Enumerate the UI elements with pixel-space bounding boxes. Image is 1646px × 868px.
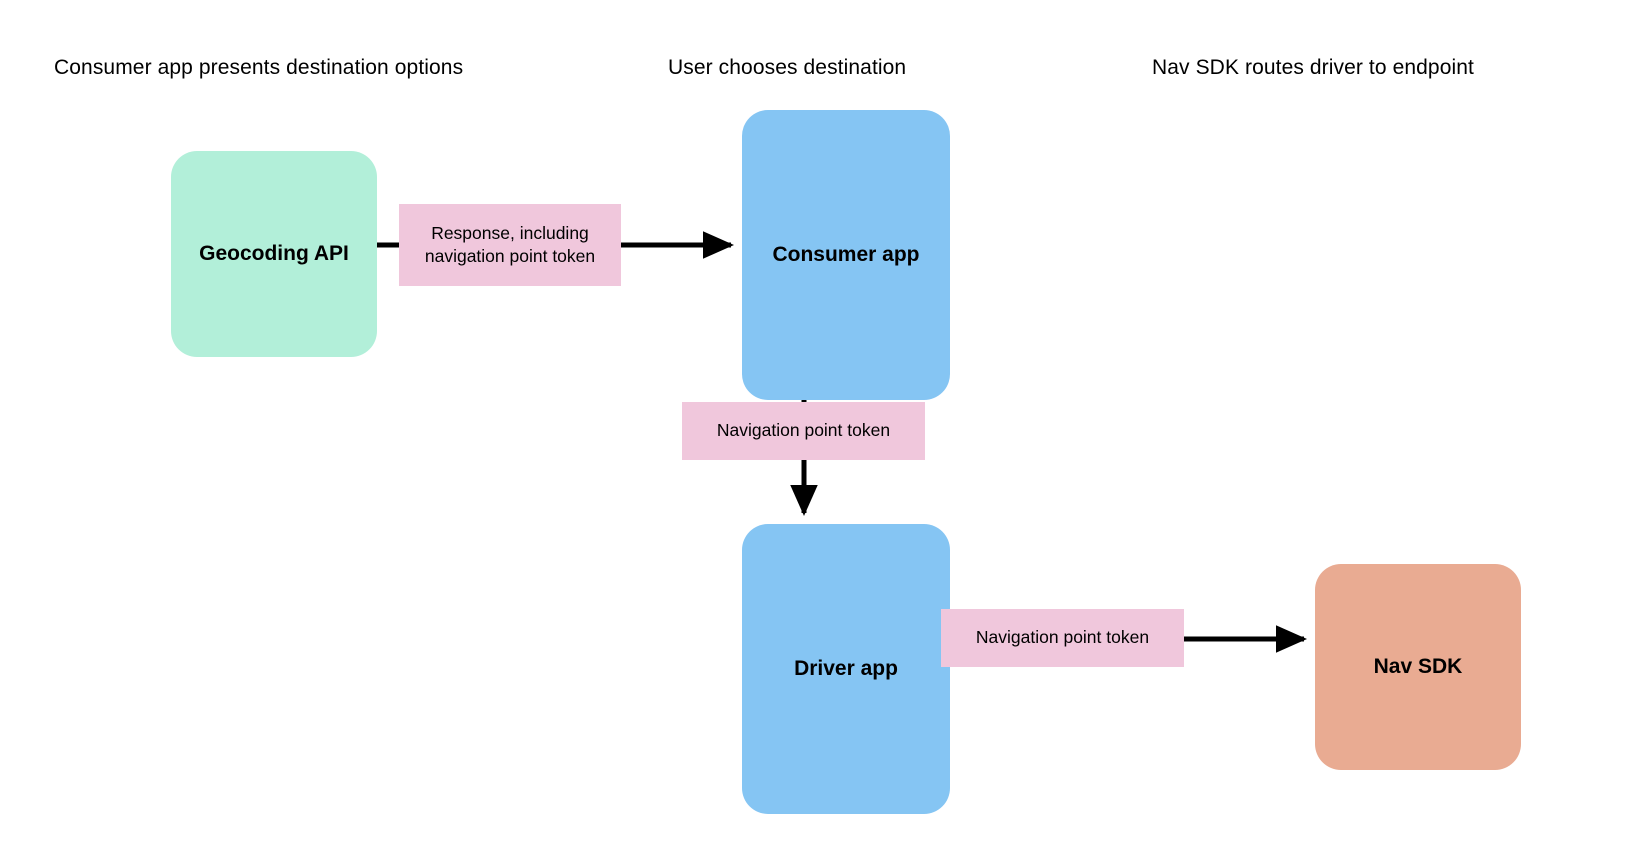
edge-label-response-text: Response, including navigation point tok…	[424, 222, 596, 266]
node-driver-app-label: Driver app	[794, 657, 898, 680]
column-header-user: User chooses destination	[668, 56, 907, 79]
node-nav-sdk[interactable]: Nav SDK	[1315, 564, 1521, 770]
column-header-navsdk: Nav SDK routes driver to endpoint	[1152, 56, 1474, 79]
node-geocoding-api[interactable]: Geocoding API	[171, 151, 377, 357]
column-header-consumer: Consumer app presents destination option…	[54, 56, 464, 79]
edge-label-navtoken-vertical-text: Navigation point token	[716, 420, 891, 441]
node-consumer-app-label: Consumer app	[772, 243, 920, 266]
node-nav-sdk-label: Nav SDK	[1373, 655, 1463, 678]
edge-label-navtoken-horizontal-text: Navigation point token	[975, 627, 1150, 648]
node-driver-app[interactable]: Driver app	[742, 524, 950, 814]
node-geocoding-api-label: Geocoding API	[199, 242, 349, 265]
edge-label-navigation-point-token-vertical: Navigation point token	[682, 402, 925, 460]
edge-label-response-including-nav-token: Response, including navigation point tok…	[399, 204, 621, 286]
edge-label-navigation-point-token-horizontal: Navigation point token	[941, 609, 1184, 667]
node-consumer-app[interactable]: Consumer app	[742, 110, 950, 400]
